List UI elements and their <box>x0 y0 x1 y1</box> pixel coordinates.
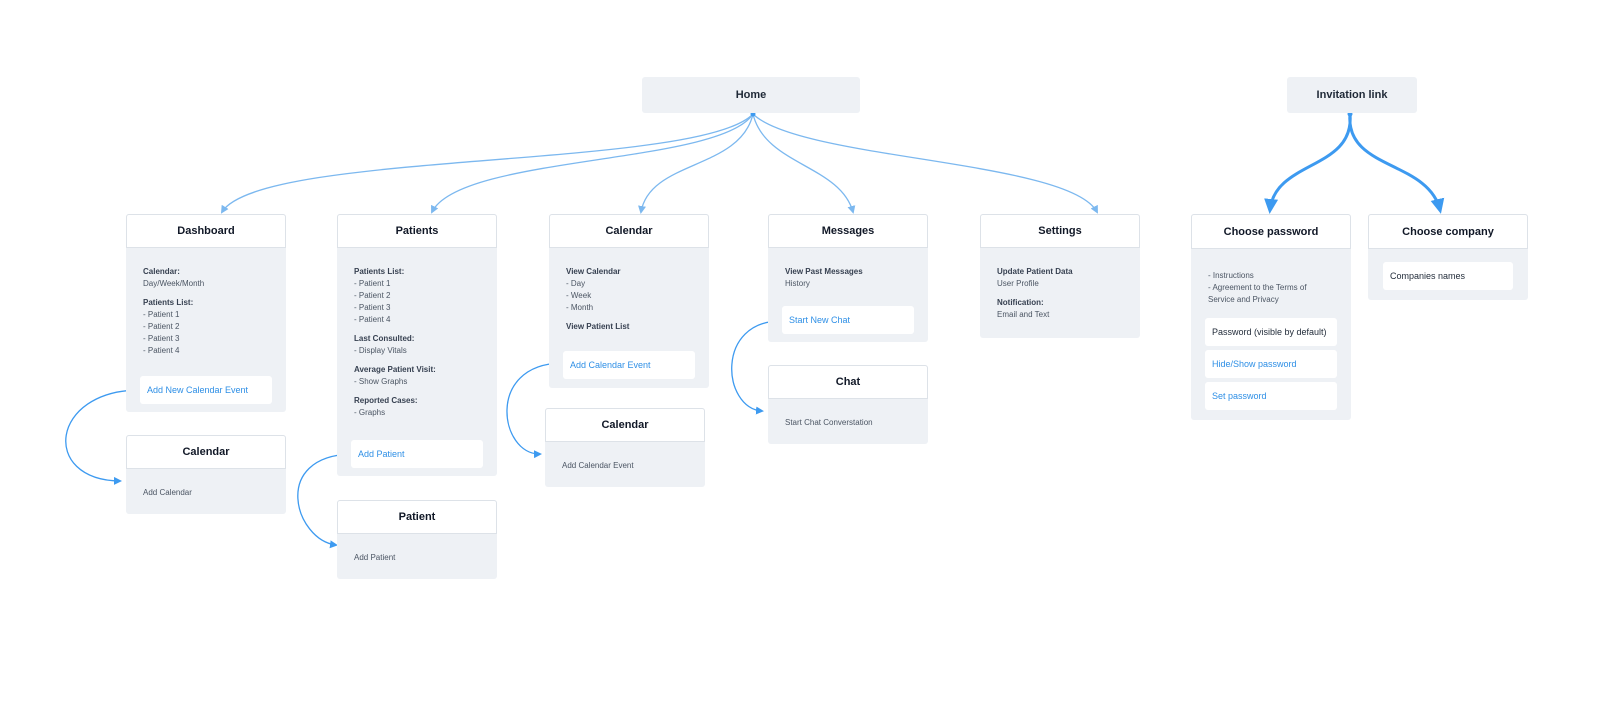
block-line: - Month <box>566 303 594 312</box>
settings-title: Settings <box>980 214 1140 248</box>
block-title: Average Patient Visit: <box>354 365 436 374</box>
block-line: Email and Text <box>997 310 1050 319</box>
dashboard-block: Patients List: - Patient 1 - Patient 2 -… <box>143 297 276 357</box>
block-line: - Week <box>566 291 592 300</box>
start-new-chat-button[interactable]: Start New Chat <box>782 306 914 334</box>
password-field[interactable]: Password (visible by default) <box>1205 318 1337 346</box>
home-node[interactable]: Home <box>642 77 860 113</box>
choose-company-title: Choose company <box>1368 214 1528 249</box>
dashboard-calendar-text: Add Calendar <box>143 488 192 497</box>
block-line: - Patient 4 <box>354 315 391 324</box>
calendar-card: Calendar View Calendar - Day - Week - Mo… <box>549 214 709 388</box>
edge-home-settings <box>752 113 1098 214</box>
block-title: View Past Messages <box>785 267 863 276</box>
patients-card: Patients Patients List: - Patient 1 - Pa… <box>337 214 497 476</box>
edge-home-patients <box>431 113 754 214</box>
block-line: Day/Week/Month <box>143 279 205 288</box>
note-line: Service and Privacy <box>1208 295 1279 304</box>
patients-block: Last Consulted: - Display Vitals <box>354 333 487 357</box>
companies-names-select[interactable]: Companies names <box>1383 262 1513 290</box>
edge-home-messages <box>752 113 856 214</box>
block-title: View Patient List <box>566 322 630 331</box>
patient-text: Add Patient <box>354 553 396 562</box>
calendar-block: View Calendar - Day - Week - Month <box>566 266 699 314</box>
invitation-link-node[interactable]: Invitation link <box>1287 77 1417 113</box>
patients-title: Patients <box>337 214 497 248</box>
block-line: - Patient 1 <box>143 310 180 319</box>
messages-card: Messages View Past Messages History Star… <box>768 214 928 342</box>
settings-body: Update Patient Data User Profile Notific… <box>997 266 1130 328</box>
settings-card: Settings Update Patient Data User Profil… <box>980 214 1140 338</box>
block-title: Reported Cases: <box>354 396 418 405</box>
chat-card: Chat Start Chat Converstation <box>768 365 928 444</box>
choose-password-notes: - Instructions - Agreement to the Terms … <box>1208 270 1341 306</box>
dashboard-card: Dashboard Calendar: Day/Week/Month Patie… <box>126 214 286 412</box>
block-title: Calendar: <box>143 267 180 276</box>
block-line: - Graphs <box>354 408 386 417</box>
block-line: - Day <box>566 279 586 288</box>
dashboard-title: Dashboard <box>126 214 286 248</box>
block-title: Update Patient Data <box>997 267 1073 276</box>
set-password-button[interactable]: Set password <box>1205 382 1337 410</box>
block-title: Last Consulted: <box>354 334 415 343</box>
block-line: - Show Graphs <box>354 377 408 386</box>
note-line: - Instructions <box>1208 271 1254 280</box>
chat-text: Start Chat Converstation <box>785 418 873 427</box>
add-patient-button[interactable]: Add Patient <box>351 440 483 468</box>
block-line: - Patient 3 <box>354 303 391 312</box>
messages-title: Messages <box>768 214 928 248</box>
choose-company-card: Choose company Companies names <box>1368 214 1528 300</box>
calendar-sub-title: Calendar <box>545 408 705 442</box>
block-line: History <box>785 279 810 288</box>
dashboard-block: Calendar: Day/Week/Month <box>143 266 276 290</box>
block-line: - Patient 1 <box>354 279 391 288</box>
dashboard-calendar-card: Calendar Add Calendar <box>126 435 286 514</box>
calendar-title: Calendar <box>549 214 709 248</box>
block-title: Patients List: <box>354 267 405 276</box>
chat-title: Chat <box>768 365 928 399</box>
add-calendar-event-button[interactable]: Add Calendar Event <box>563 351 695 379</box>
messages-body: View Past Messages History <box>785 266 918 297</box>
edge-invite-password <box>1264 113 1352 214</box>
block-line: User Profile <box>997 279 1039 288</box>
choose-password-card: Choose password - Instructions - Agreeme… <box>1191 214 1351 420</box>
calendar-sub-card: Calendar Add Calendar Event <box>545 408 705 487</box>
block-title: Notification: <box>997 298 1044 307</box>
block-line: - Display Vitals <box>354 346 407 355</box>
dashboard-body: Calendar: Day/Week/Month Patients List: … <box>143 266 276 364</box>
settings-block: Update Patient Data User Profile <box>997 266 1130 290</box>
block-line: - Patient 2 <box>354 291 391 300</box>
settings-block: Notification: Email and Text <box>997 297 1130 321</box>
block-line: - Patient 3 <box>143 334 180 343</box>
add-new-calendar-event-button[interactable]: Add New Calendar Event <box>140 376 272 404</box>
block-line: - Patient 4 <box>143 346 180 355</box>
block-line: - Patient 2 <box>143 322 180 331</box>
patient-title: Patient <box>337 500 497 534</box>
edge-home-calendar <box>638 113 754 214</box>
patients-block: Reported Cases: - Graphs <box>354 395 487 419</box>
block-title: View Calendar <box>566 267 621 276</box>
patients-block: Average Patient Visit: - Show Graphs <box>354 364 487 388</box>
patient-card: Patient Add Patient <box>337 500 497 579</box>
edge-invite-company <box>1348 113 1445 214</box>
calendar-block: View Patient List <box>566 321 699 333</box>
patients-body: Patients List: - Patient 1 - Patient 2 -… <box>354 266 487 426</box>
note-line: - Agreement to the Terms of <box>1208 283 1307 292</box>
choose-password-title: Choose password <box>1191 214 1351 249</box>
dashboard-calendar-title: Calendar <box>126 435 286 469</box>
messages-block: View Past Messages History <box>785 266 918 290</box>
patients-block: Patients List: - Patient 1 - Patient 2 -… <box>354 266 487 326</box>
block-title: Patients List: <box>143 298 194 307</box>
edge-home-dashboard <box>220 113 754 214</box>
calendar-body: View Calendar - Day - Week - Month View … <box>566 266 699 340</box>
hide-show-password-toggle[interactable]: Hide/Show password <box>1205 350 1337 378</box>
calendar-sub-text: Add Calendar Event <box>562 461 634 470</box>
